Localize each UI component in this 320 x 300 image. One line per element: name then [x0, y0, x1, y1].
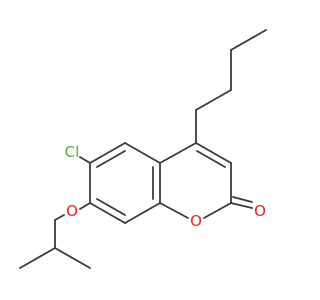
chlorine-label: Cl: [65, 143, 80, 161]
bond-layer: [19, 29, 267, 269]
bond-c4-c4a: [159, 142, 197, 164]
ring-oxygen-label: O: [190, 212, 202, 230]
bond-c8-c8a: [124, 202, 161, 224]
atom-label-layer: Cl O O O: [65, 143, 266, 230]
bond-c6-cl: [79, 156, 91, 164]
bond-o-isopropyl: [54, 214, 65, 221]
bond-c7-c8-inner: [96, 198, 126, 216]
bond-isopropyl-me1: [19, 247, 56, 269]
bond-c7-c8: [89, 202, 126, 224]
bond-butyl-4: [230, 29, 267, 51]
bond-c2-o1: [203, 202, 232, 219]
ether-oxygen-label: O: [66, 202, 78, 220]
bond-c5-c6: [89, 142, 126, 164]
molecule-structure: Cl O O O: [19, 29, 267, 269]
bond-c4a-c5: [124, 142, 161, 164]
bond-c5-c6-inner: [96, 150, 126, 168]
carbonyl-oxygen-label: O: [254, 202, 266, 220]
bond-c7-o: [79, 202, 91, 210]
bond-c4-c3: [195, 142, 232, 164]
bond-butyl-2: [195, 89, 232, 111]
bond-isopropyl-me2: [54, 247, 91, 269]
bond-c2-carbonyl-second: [232, 196, 253, 203]
bond-c2-carbonyl: [230, 202, 253, 209]
bond-o1-c8a: [159, 202, 189, 219]
bond-c4-c3-inner: [196, 150, 226, 168]
